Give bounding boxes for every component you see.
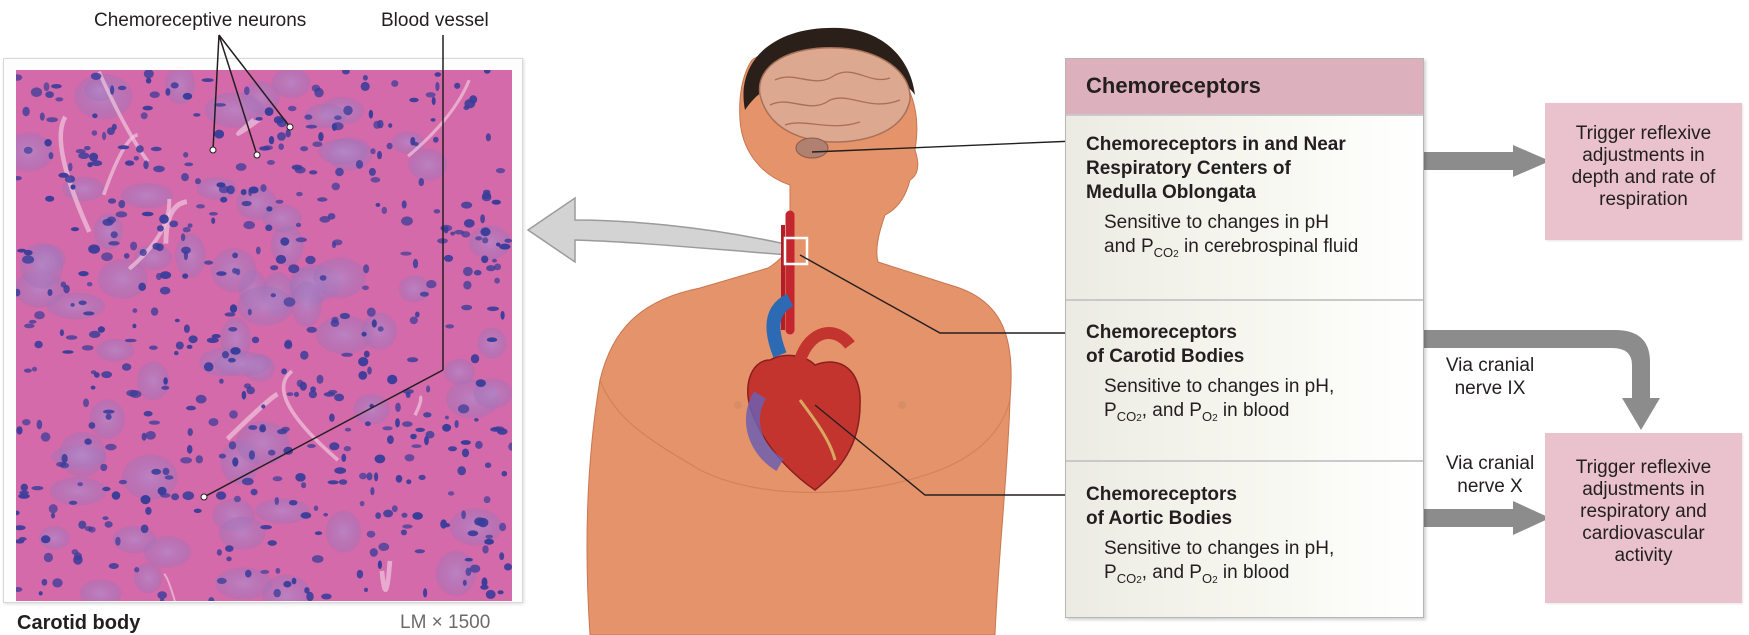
via-cranial-nerve-x-label: Via cranial nerve X: [1435, 452, 1545, 498]
via-label-line: nerve X: [1435, 475, 1545, 498]
output-text-line: respiratory and: [1545, 501, 1742, 523]
carotid-title-line: of Carotid Bodies: [1086, 345, 1244, 369]
aortic-description: Sensitive to changes in pH, PCO2, and PO…: [1104, 537, 1334, 585]
via-label-line: Via cranial: [1435, 354, 1545, 377]
output-text-line: Trigger reflexive: [1545, 123, 1742, 145]
medulla-title: Chemoreceptors in and Near Respiratory C…: [1086, 133, 1346, 205]
output-cardiorespiratory-box: Trigger reflexive adjustments in respira…: [1545, 433, 1742, 603]
chemoreceptors-header: Chemoreceptors: [1066, 59, 1423, 116]
output-text-line: adjustments in: [1545, 145, 1742, 167]
output-text-line: adjustments in: [1545, 479, 1742, 501]
medulla-description: Sensitive to changes in pH and PCO2 in c…: [1104, 211, 1358, 259]
medulla-title-line: Medulla Oblongata: [1086, 181, 1346, 205]
aortic-title-line: Chemoreceptors: [1086, 483, 1237, 507]
chemoreceptors-heading: Chemoreceptors: [1086, 73, 1261, 99]
aortic-body-line: Sensitive to changes in pH,: [1104, 537, 1334, 561]
carotid-title: Chemoreceptors of Carotid Bodies: [1086, 321, 1244, 369]
via-cranial-nerve-ix-label: Via cranial nerve IX: [1435, 354, 1545, 400]
leader-dot: [287, 124, 293, 130]
aortic-body-line: PCO2, and PO2 in blood: [1104, 561, 1334, 585]
leader-dot: [201, 494, 207, 500]
output-text-line: Trigger reflexive: [1545, 457, 1742, 479]
aortic-title: Chemoreceptors of Aortic Bodies: [1086, 483, 1237, 531]
via-label-line: Via cranial: [1435, 452, 1545, 475]
leader-dot: [254, 152, 260, 158]
output-respiration-box: Trigger reflexive adjustments in depth a…: [1545, 103, 1742, 240]
micrograph-leader-lines: [204, 35, 443, 497]
section-divider: [1066, 299, 1423, 301]
medulla-title-line: Chemoreceptors in and Near: [1086, 133, 1346, 157]
output-text-line: respiration: [1545, 189, 1742, 211]
brain: [760, 48, 911, 142]
output-text-line: depth and rate of: [1545, 167, 1742, 189]
carotid-description: Sensitive to changes in pH, PCO2, and PO…: [1104, 375, 1334, 423]
human-torso-illustration: [587, 28, 1011, 635]
aortic-title-line: of Aortic Bodies: [1086, 507, 1237, 531]
medulla-body-line: and PCO2 in cerebrospinal fluid: [1104, 235, 1358, 259]
zoom-callout-arrow: [528, 198, 790, 262]
via-label-line: nerve IX: [1435, 377, 1545, 400]
medulla-title-line: Respiratory Centers of: [1086, 157, 1346, 181]
carotid-body-line: PCO2, and PO2 in blood: [1104, 399, 1334, 423]
chemoreceptors-panel: Chemoreceptors Chemoreceptors in and Nea…: [1065, 58, 1424, 618]
output-text-line: activity: [1545, 545, 1742, 567]
carotid-title-line: Chemoreceptors: [1086, 321, 1244, 345]
leader-dot: [210, 147, 216, 153]
carotid-body-line: Sensitive to changes in pH,: [1104, 375, 1334, 399]
section-divider: [1066, 460, 1423, 462]
output-text-line: cardiovascular: [1545, 523, 1742, 545]
medulla-body-line: Sensitive to changes in pH: [1104, 211, 1358, 235]
